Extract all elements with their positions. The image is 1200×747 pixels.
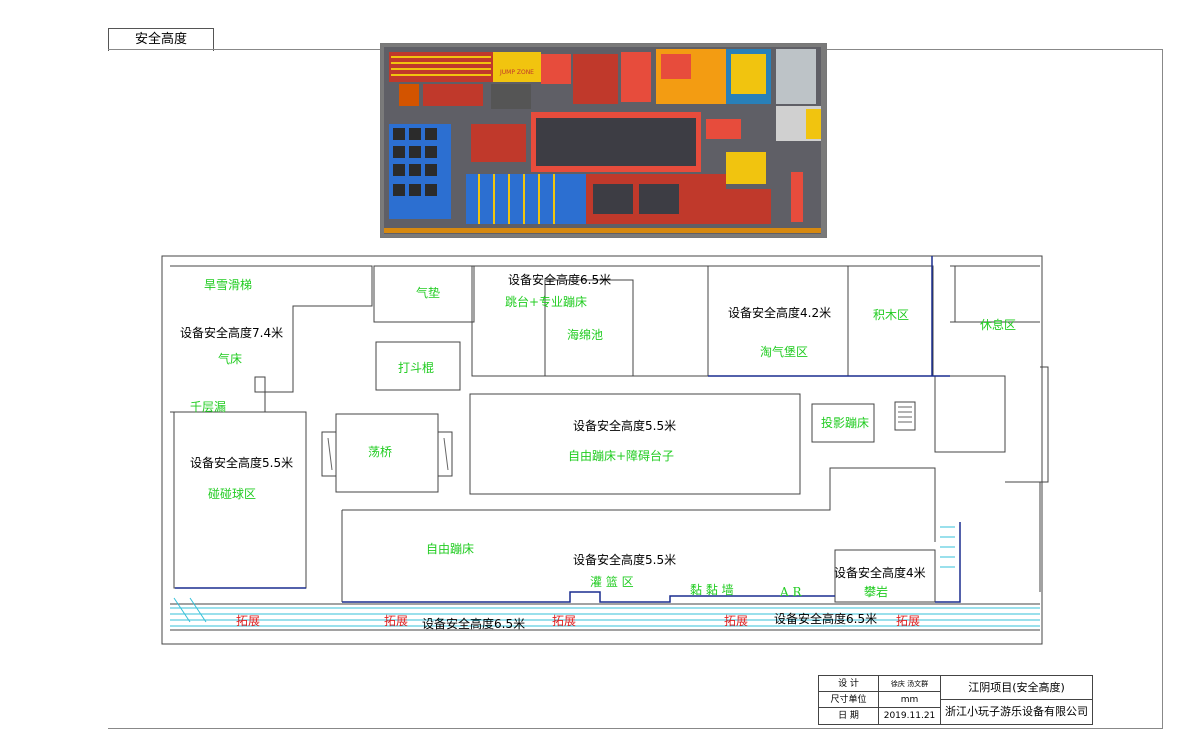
tb-unit-label: 尺寸单位: [819, 692, 879, 708]
expansion-label-3: 拓展: [552, 614, 577, 628]
zone-building-blocks: 积木区: [873, 308, 910, 322]
height-label-5-5-bottom: 设备安全高度5.5米: [573, 553, 677, 567]
zone-rest-area: 休息区: [980, 318, 1017, 332]
expansion-label-2: 拓展: [384, 614, 409, 628]
zone-bumper-ball: 碰碰球区: [208, 487, 257, 501]
render-sign-text: JUMP ZONE: [499, 69, 534, 76]
height-label-6-5-bottom-right: 设备安全高度6.5米: [774, 612, 878, 626]
render-image: JUMP ZONE: [381, 44, 826, 237]
height-label-4: 设备安全高度4米: [834, 566, 926, 580]
expansion-label-5: 拓展: [896, 614, 921, 628]
zone-ar: A R: [780, 585, 802, 599]
tb-design-label: 设 计: [819, 676, 879, 692]
zone-swing-bridge: 荡桥: [368, 445, 393, 459]
tb-date-value: 2019.11.21: [879, 708, 941, 724]
zone-air-bed: 气床: [218, 352, 243, 366]
zone-free-trampoline-obstacle: 自由蹦床+障碍台子: [568, 449, 675, 463]
tb-company-name: 浙江小玩子游乐设备有限公司: [945, 705, 1088, 718]
render-thumbnail: JUMP ZONE: [380, 43, 827, 238]
zone-sticky-wall: 黏 黏 墙: [690, 583, 734, 597]
height-label-6-5-top: 设备安全高度6.5米: [508, 273, 612, 287]
height-label-5-5-center: 设备安全高度5.5米: [573, 419, 677, 433]
zone-fighting-stick: 打斗棍: [398, 361, 435, 375]
height-label-5-5-left: 设备安全高度5.5米: [190, 456, 294, 470]
height-label-6-5-bottom-left: 设备安全高度6.5米: [422, 617, 526, 631]
zone-rock-climbing: 攀岩: [864, 585, 889, 599]
zone-dry-snow-slide: 旱雪滑梯: [204, 278, 253, 292]
tb-design-value: 徐庆 汤文群: [879, 676, 941, 692]
zone-slam-dunk: 灌 篮 区: [590, 575, 634, 589]
tb-unit-value: mm: [879, 692, 941, 708]
zone-thousand-layers: 千层漏: [190, 400, 227, 414]
floor-plan: 旱雪滑梯 气垫 跳台+专业蹦床 海绵池 淘气堡区 积木区 休息区 气床 打斗棍 …: [160, 252, 1050, 652]
zone-free-trampoline: 自由蹦床: [426, 542, 475, 556]
tb-project-name: 江阴项目(安全高度): [941, 676, 1092, 700]
tb-date-label: 日 期: [819, 708, 879, 724]
title-block: 设 计 徐庆 汤文群 尺寸单位 mm 日 期 2019.11.21 江阴项目(安…: [818, 675, 1093, 725]
expansion-label-1: 拓展: [236, 614, 261, 628]
height-label-4-2: 设备安全高度4.2米: [728, 306, 832, 320]
sheet-title: 安全高度: [108, 28, 214, 51]
height-label-7-4: 设备安全高度7.4米: [180, 326, 284, 340]
zone-jump-platform: 跳台+专业蹦床: [505, 295, 588, 309]
zone-air-cushion: 气垫: [416, 286, 441, 300]
zone-naughty-castle: 淘气堡区: [760, 345, 809, 359]
zone-projection-trampoline: 投影蹦床: [821, 416, 870, 430]
floor-plan-lines: [161, 255, 1049, 645]
expansion-label-4: 拓展: [724, 614, 749, 628]
zone-foam-pit: 海绵池: [567, 328, 604, 342]
